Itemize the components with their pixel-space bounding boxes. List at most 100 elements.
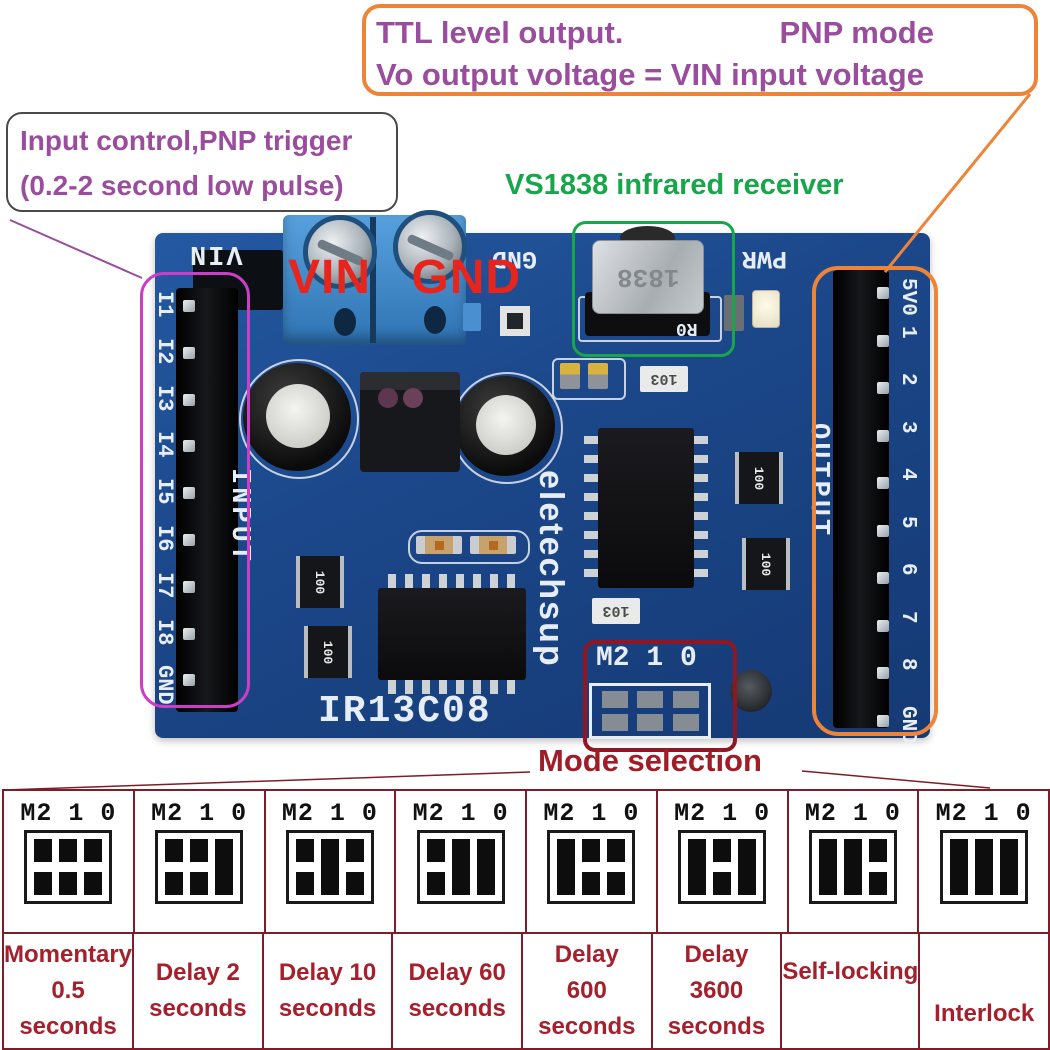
jumper-pad [601, 691, 628, 708]
mode-icons-cell-6: M2 1 0 [658, 791, 789, 932]
jumper-pos-1 [190, 839, 209, 895]
small-capacitor [403, 388, 423, 408]
jumper-column-m2 [601, 691, 628, 731]
resistor-footprint [408, 530, 530, 564]
jumper-column-1 [637, 691, 663, 731]
mode-label-line: seconds [408, 995, 506, 1022]
pin-tip [877, 382, 889, 394]
mode-label-line: Delay 60 [408, 959, 506, 986]
jumper-pos-0 [868, 839, 887, 895]
jumper-open-pad [713, 872, 732, 895]
pin-tip [877, 287, 889, 299]
pin-tip [877, 524, 889, 537]
jumper-shorted [999, 839, 1018, 895]
ttl-output-line1: TTL level output. PNP mode [376, 12, 1034, 54]
mode-jumper-highlight-box [583, 640, 737, 752]
smd-capacitor-103: 103 [592, 598, 640, 624]
mode-label-line: seconds [667, 1013, 766, 1040]
jumper-pos-1 [974, 839, 993, 895]
mode-selection-label: Mode selection [538, 743, 762, 778]
mounting-hole [730, 670, 772, 712]
mode-label-line: 0.5 [51, 977, 85, 1004]
jumper-open-pad [426, 839, 445, 862]
jumper-header-text: M2 1 0 [674, 799, 771, 828]
jumper-open-pad [34, 872, 53, 895]
mode-label-line: Delay 10 [278, 959, 377, 986]
jumper-header-text: M2 1 0 [20, 799, 117, 828]
jumper-pos-0 [345, 839, 364, 895]
jumper-diagram [678, 830, 767, 904]
jumper-shorted [215, 839, 234, 895]
ic-pins [694, 436, 708, 582]
mode-label-cell-4: Delay 60 seconds [393, 934, 523, 1048]
jumper-open-pad [868, 839, 887, 862]
jumper-column-0 [672, 691, 699, 731]
capacitor-footprint [552, 358, 626, 400]
mode-label-line: seconds [19, 1013, 117, 1040]
mode-icons-cell-3: M2 1 0 [266, 791, 397, 932]
jumper-pad [637, 691, 663, 708]
resistor-network: 100 [304, 626, 352, 678]
jumper-pos-M2 [818, 839, 837, 895]
vin-gnd-overlay-label: VIN GND [288, 251, 522, 304]
jumper-open-pad [190, 839, 209, 862]
jumper-diagram [416, 830, 505, 904]
mode-icons-cell-7: M2 1 0 [789, 791, 920, 932]
jumper-open-pad [868, 872, 887, 895]
jumper-open-pad [607, 839, 626, 862]
capacitor-top [266, 384, 330, 448]
terminal-divider [370, 217, 376, 343]
mode-icons-cell-2: M2 1 0 [135, 791, 266, 932]
jumper-pad [672, 714, 699, 731]
jumper-pad [637, 714, 663, 731]
input-control-text: Input control,PNP trigger [20, 125, 353, 156]
mode-label-line: seconds [538, 1013, 636, 1040]
jumper-pos-0 [476, 839, 495, 895]
jumper-pos-M2 [949, 839, 968, 895]
mode-label-line: Delay [684, 941, 749, 968]
resistor-network: 100 [742, 538, 790, 590]
resistor-network-marking: 100 [312, 570, 328, 594]
ir-receiver-highlight-box [572, 221, 735, 357]
pin-tip [183, 580, 195, 593]
terminal-screw-vin [303, 215, 377, 289]
resistor-network: 100 [296, 556, 344, 608]
jumper-header-text: M2 1 0 [412, 799, 509, 828]
pin-tip [877, 429, 889, 442]
jumper-pos-1 [582, 839, 601, 895]
capacitor-outline [239, 359, 359, 479]
jumper-diagram [155, 830, 244, 904]
mode-icons-cell-4: M2 1 0 [396, 791, 527, 932]
jumper-shorted [320, 839, 339, 895]
jumper-open-pad [34, 839, 53, 862]
jumper-pos-0 [215, 839, 234, 895]
jumper-open-pad [607, 872, 626, 895]
mode-icons-cell-5: M2 1 0 [527, 791, 658, 932]
mode-label-line: Momentary [4, 941, 133, 968]
jumper-shorted [688, 839, 707, 895]
jumper-shorted [818, 839, 837, 895]
jumper-pos-1 [713, 839, 732, 895]
pin-tip [183, 440, 195, 453]
terminal-wire-hole [424, 306, 446, 334]
pulse-text: (0.2-2 second low pulse) [20, 170, 344, 201]
smd-capacitor [588, 363, 608, 389]
jumper-pos-M2 [688, 839, 707, 895]
smd-component [500, 306, 530, 336]
jumper-open-pad [84, 839, 103, 862]
jumper-open-pad [295, 872, 314, 895]
jumper-pos-M2 [426, 839, 445, 895]
jumper-pos-1 [320, 839, 339, 895]
ic-pins [388, 574, 518, 588]
output-header-highlight-box [812, 266, 938, 736]
smd-resistor [416, 536, 462, 554]
jumper-pos-0 [607, 839, 626, 895]
jumper-pad [672, 691, 699, 708]
board-model-silkscreen: IR13C08 [318, 690, 492, 733]
power-led [752, 290, 780, 328]
resistor-network-marking: 100 [320, 640, 336, 664]
